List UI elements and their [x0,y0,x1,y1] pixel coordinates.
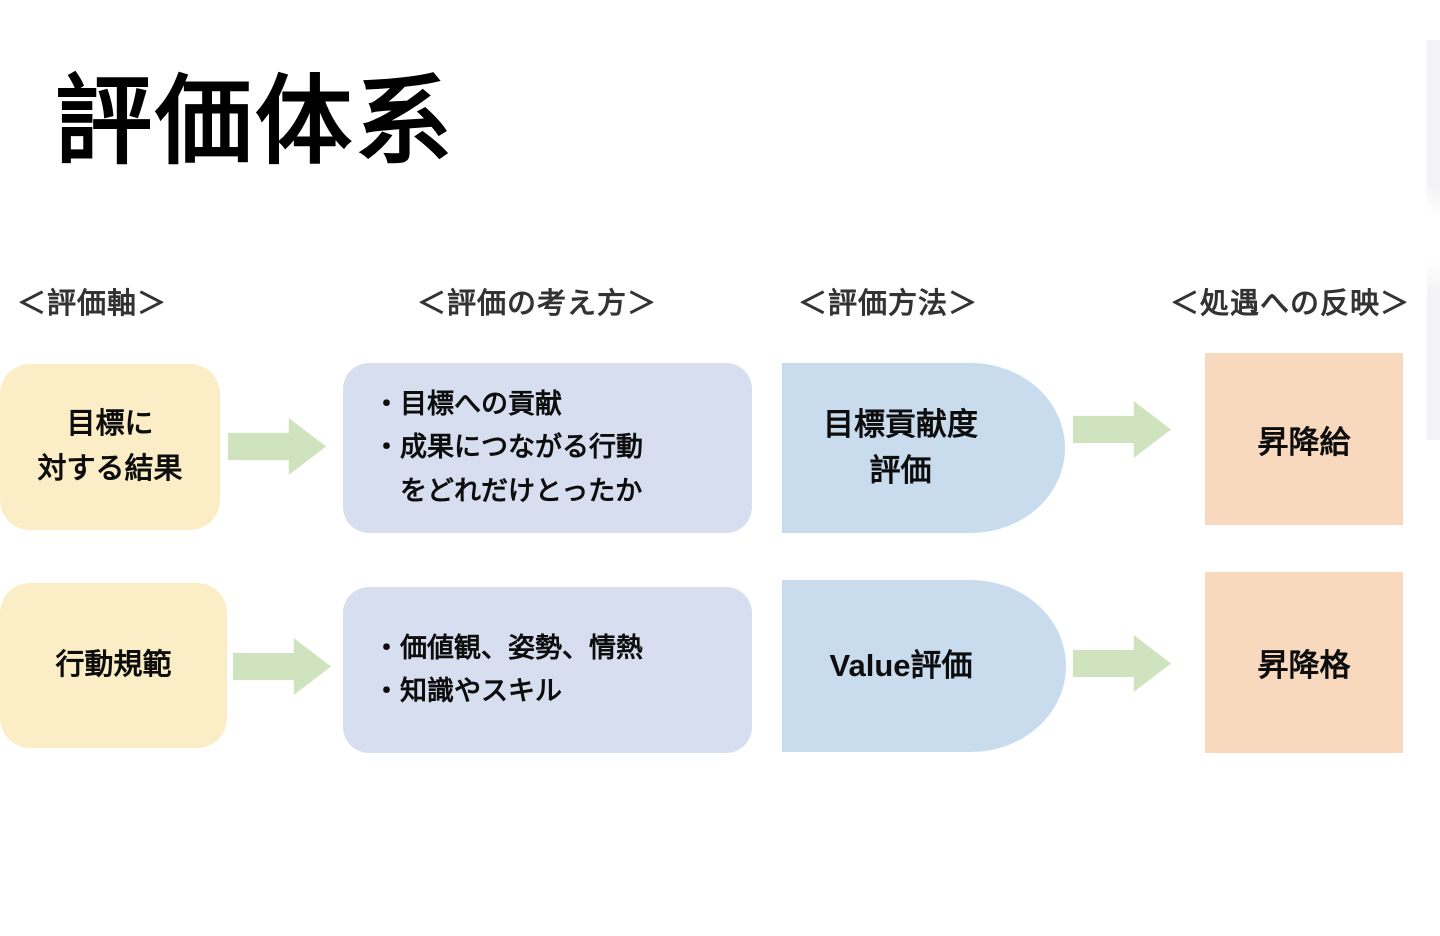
next-slide-edge [1427,40,1440,440]
approach-line: をどれだけとったか [400,475,643,506]
right-arrow-icon [1073,401,1171,458]
approach-line: ・目標への貢献 [373,389,562,420]
approach-line: ・価値観、姿勢、情熱 [373,632,643,663]
approach-line: ・知識やスキル [373,676,562,706]
approach-box-goal: ・目標への貢献 ・成果につながる行動 をどれだけとったか [343,363,752,533]
axis-box-line: 対する結果 [37,453,183,485]
axis-box-line: 目標に [66,408,154,441]
right-arrow-icon [1073,635,1171,692]
right-arrow-icon [228,418,326,475]
column-header-approach: ＜評価の考え方＞ [416,288,658,320]
method-shape-goal-contribution: 目標貢献度 評価 [782,363,1065,533]
axis-box-line: 行動規範 [55,649,172,682]
treatment-label: 昇降給 [1257,424,1351,460]
treatment-box-salary: 昇降給 [1205,353,1403,525]
column-header-axis: ＜評価軸＞ [16,288,168,320]
column-header-treatment: ＜処遇への反映＞ [1169,288,1411,320]
method-shape-value-evaluation: Value評価 [782,580,1066,752]
column-header-method: ＜評価方法＞ [797,288,979,320]
axis-box-code-of-conduct: 行動規範 [0,583,227,748]
axis-box-goal-results: 目標に 対する結果 [0,364,220,530]
approach-line: ・成果につながる行動 [373,432,643,463]
method-line: 評価 [869,453,932,488]
treatment-label: 昇降格 [1257,648,1351,683]
method-line: Value評価 [829,647,973,683]
method-line: 目標貢献度 [823,406,978,442]
treatment-box-grade: 昇降格 [1205,572,1403,753]
slide-title: 評価体系 [55,67,455,176]
right-arrow-icon [233,638,331,695]
approach-box-values: ・価値観、姿勢、情熱 ・知識やスキル [343,587,752,753]
